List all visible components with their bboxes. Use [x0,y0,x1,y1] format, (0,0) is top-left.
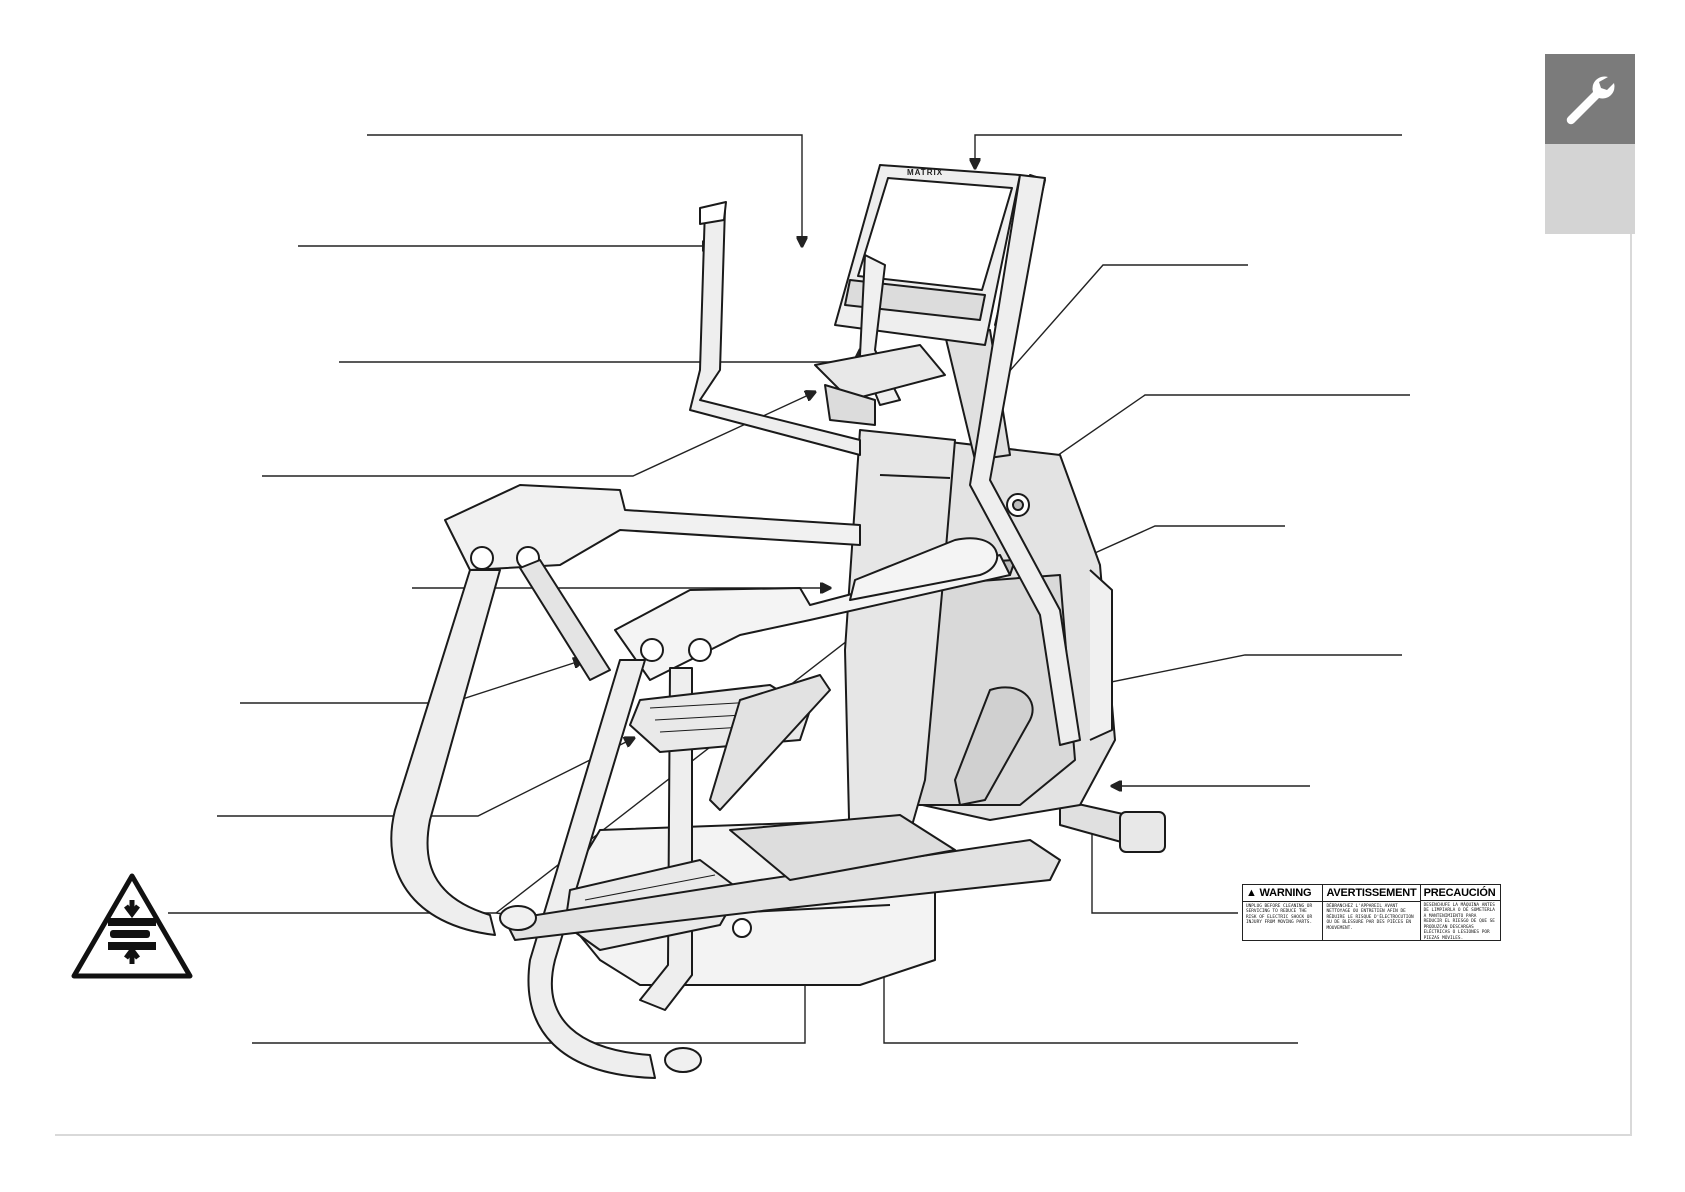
crank-arm [954,686,1034,806]
warning-text: UNPLUG BEFORE CLEANING OR SERVICING TO R… [1246,904,1313,926]
frame-bolt-1 [470,546,494,570]
center-handle-loop [849,537,999,601]
rear-roller-right [664,1047,702,1073]
page-border-bottom [55,1134,1632,1136]
front-column [844,429,956,861]
lower-pedal-arm-rear [709,674,831,811]
rear-stationary-handle [444,484,861,571]
rear-loop-tube [390,569,501,936]
pedal-pivot [732,918,752,938]
secondary-tab[interactable] [1545,144,1635,234]
warning-column-en: ▲ WARNING UNPLUG BEFORE CLEANING OR SERV… [1243,885,1324,940]
left-upper-arm [689,207,861,456]
maintenance-tab[interactable] [1545,54,1635,144]
console-screen [857,177,1013,291]
callout-line-7 [217,738,634,817]
warning-column-es: PRECAUCIÓN DESENCHUFE LA MÁQUINA ANTES D… [1420,885,1501,940]
warning-triangle-icon: ▲ [1246,887,1257,899]
avertissement-title: AVERTISSEMENT [1323,885,1420,902]
frame-bolt-4 [688,638,712,662]
callout-line-16 [1091,832,1238,914]
warning-column-fr: AVERTISSEMENT DÉBRANCHEZ L'APPAREIL AVAN… [1323,885,1421,940]
precaucion-title: PRECAUCIÓN [1420,885,1501,902]
callout-line-1 [367,134,802,246]
frame-bolt-3 [640,638,664,662]
precaucion-text: DESENCHUFE LA MÁQUINA ANTES DE LIMPIARLA… [1423,903,1495,940]
front-leg-outer [527,659,656,1079]
diagonal-brace [519,559,611,681]
callout-line-11 [993,264,1248,390]
page-border-right [1630,234,1632,1134]
safety-warning-label: ▲ WARNING UNPLUG BEFORE CLEANING OR SERV… [1242,884,1501,941]
warning-title: WARNING [1259,887,1312,899]
right-upper-arm [969,174,1081,746]
avertissement-text: DÉBRANCHEZ L'APPAREIL AVANT NETTOYAGE OU… [1326,904,1414,931]
wrench-icon [1566,76,1615,125]
callout-line-12 [1025,394,1410,478]
callout-line-10 [975,134,1402,168]
rear-roller-left [499,905,537,931]
crush-hazard-icon [71,873,193,979]
console-brand: MATRIX [907,168,943,177]
rear-foot [1119,811,1166,853]
left-handle-grip [699,201,727,225]
ramp-track [729,814,956,881]
